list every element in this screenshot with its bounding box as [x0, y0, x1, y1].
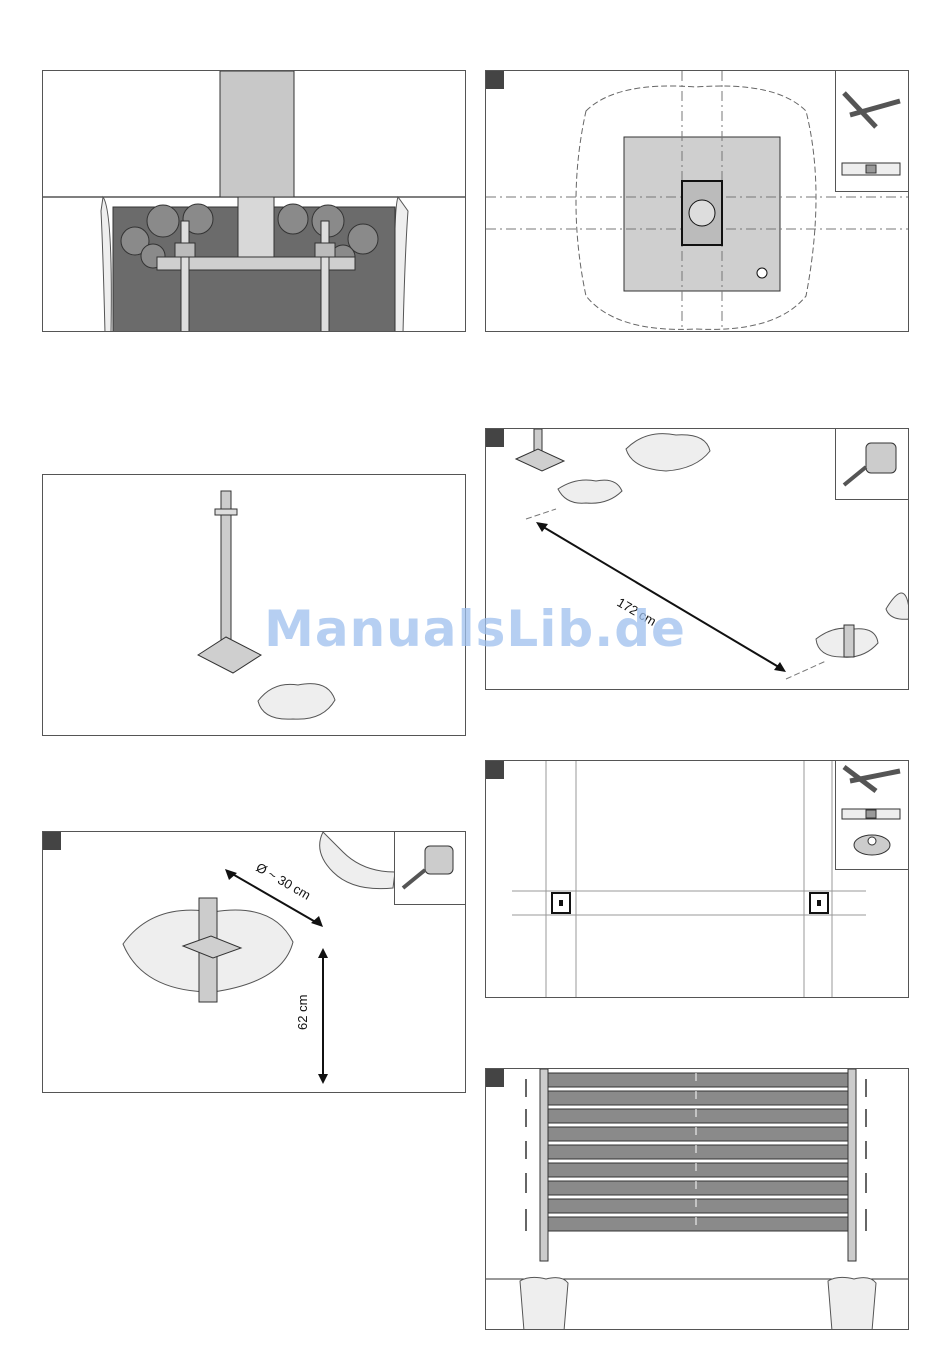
- tool-box: [835, 761, 908, 870]
- tool-box: [835, 429, 908, 500]
- panel-foundation-section: [42, 70, 466, 332]
- step-marker: [486, 761, 504, 779]
- step-marker: [486, 429, 504, 447]
- panel-string-alignment: [485, 760, 909, 998]
- step-marker: [486, 71, 504, 89]
- cross-brace-icon: [844, 767, 900, 791]
- string-reel-icon: [854, 835, 890, 855]
- tape-measure-icon: [844, 443, 896, 485]
- tape-measure-icon: [403, 846, 453, 888]
- step-marker: [486, 1069, 504, 1087]
- fence-insert-illustration: [486, 1069, 909, 1330]
- watermark: ManualsLib.de: [0, 600, 950, 658]
- diameter-label: Ø ~ 30 cm: [254, 860, 314, 903]
- panel-fence-insert: [485, 1068, 909, 1330]
- depth-label: 62 cm: [295, 995, 310, 1030]
- cross-brace-icon: [844, 93, 900, 127]
- panel-top-view-alignment: [485, 70, 909, 332]
- foundation-section-illustration: [43, 71, 466, 332]
- spirit-level-icon: [842, 809, 900, 819]
- tool-box: [394, 832, 465, 905]
- tool-box: [835, 71, 908, 192]
- spirit-level-icon: [842, 163, 900, 175]
- panel-hole-dimensions: Ø ~ 30 cm 62 cm: [42, 831, 466, 1093]
- step-marker: [43, 832, 61, 850]
